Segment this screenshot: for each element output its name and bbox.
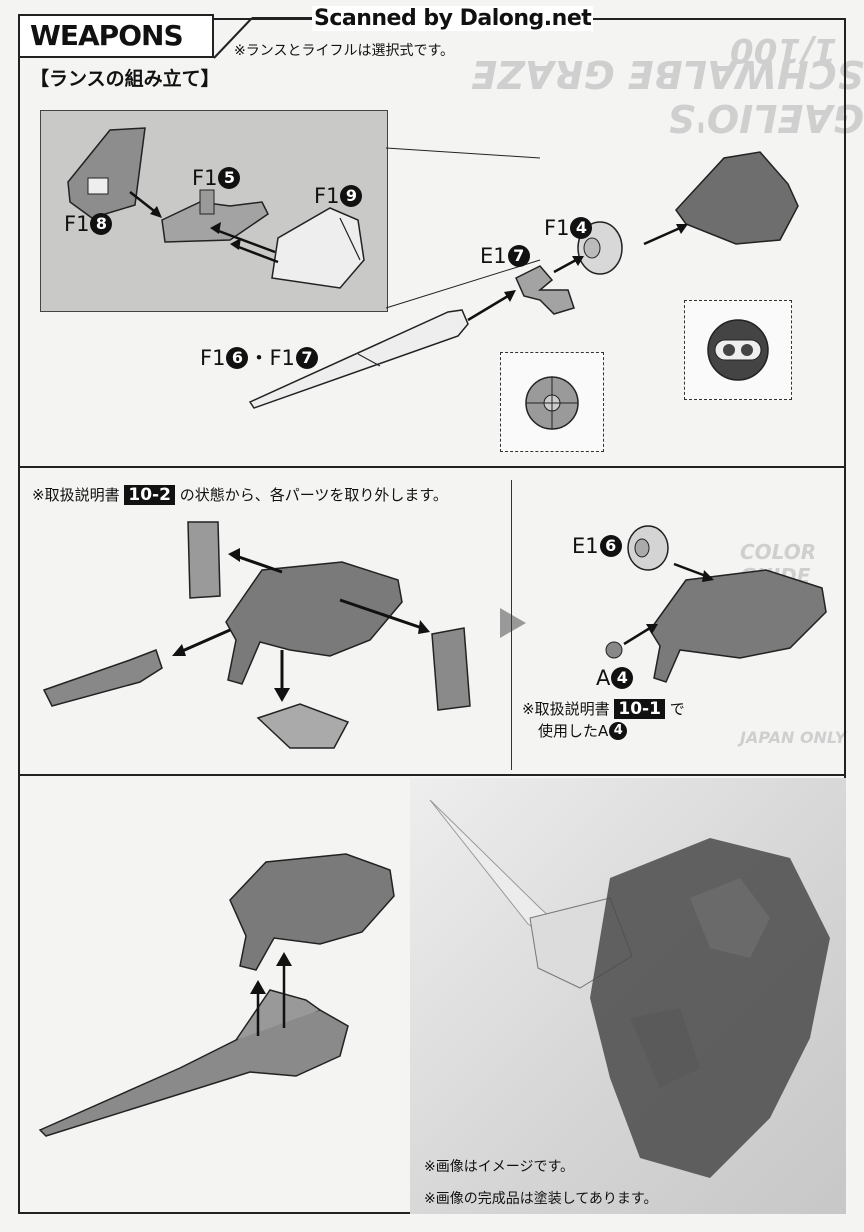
manual-step-badge-10-2: 10-2	[124, 485, 175, 505]
part-label-f17-text: F1	[269, 346, 295, 370]
scanner-watermark: Scanned by Dalong.net	[312, 6, 594, 31]
lance-mount-illustration	[38, 853, 395, 1137]
reuse-note-line2-text: 使用したA	[538, 722, 609, 740]
part-label-f18-text: F1	[64, 212, 90, 236]
photo-note-painted: ※画像の完成品は塗装してあります。	[424, 1191, 658, 1207]
section-divider-2	[18, 774, 846, 776]
guard-socket-detail	[707, 319, 769, 381]
page-title: WEAPONS	[18, 14, 214, 58]
reuse-note-prefix: ※取扱説明書	[522, 700, 610, 718]
part-label-f15-text: F1	[192, 166, 218, 190]
reuse-note-suffix: で	[669, 700, 685, 718]
part-number-5: 5	[218, 167, 241, 189]
ghost-print-japan-only: JAPAN ONLY	[740, 728, 847, 747]
part-number-4: 4	[570, 217, 593, 239]
rifle-reuse-note-line1: ※取扱説明書 10-1 で	[522, 698, 685, 720]
step-arrow-icon	[500, 608, 526, 638]
rifle-disassembly-illustration	[42, 521, 471, 749]
part-number-4b: 4	[611, 667, 634, 689]
part-number-4c: 4	[609, 722, 628, 740]
detail-callout-shaft-end	[500, 352, 604, 452]
section-title-lance: 【ランスの組み立て】	[30, 68, 220, 90]
part-number-8: 8	[90, 213, 113, 235]
detail-callout-guard-socket	[684, 300, 792, 400]
model-photo-illustration	[429, 799, 830, 1178]
lance-assembly-illustration	[248, 147, 799, 409]
rifle-reassembly-illustration	[605, 525, 827, 683]
part-number-9: 9	[340, 185, 363, 207]
part-number-7: 7	[507, 245, 530, 267]
inset-parts-illustration	[67, 127, 365, 289]
part-number-6b: 6	[599, 535, 622, 557]
label-separator: ・	[248, 346, 270, 370]
part-label-a4-text: A	[596, 666, 611, 690]
rifle-instruction-prefix: ※取扱説明書	[32, 486, 120, 504]
manual-step-badge-10-1: 10-1	[614, 699, 665, 719]
part-label-f16-text: F1	[200, 346, 226, 370]
part-label-f19-text: F1	[314, 184, 340, 208]
part-label-e16-text: E1	[572, 534, 599, 558]
part-number-7b: 7	[295, 347, 318, 369]
part-label-e17-text: E1	[480, 244, 507, 268]
shaft-end-detail	[525, 376, 579, 430]
rifle-instruction-suffix: の状態から、各パーツを取り外します。	[179, 486, 448, 504]
finished-model-photo	[410, 778, 846, 1214]
part-label-f14-text: F1	[544, 216, 570, 240]
part-number-6: 6	[226, 347, 249, 369]
section-divider-1	[18, 466, 846, 468]
section-divider-vertical	[511, 480, 512, 770]
photo-note-image: ※画像はイメージです。	[424, 1159, 575, 1175]
rifle-instruction: ※取扱説明書 10-2 の状態から、各パーツを取り外します。	[32, 484, 448, 505]
selection-note: ※ランスとライフルは選択式です。	[234, 43, 455, 59]
